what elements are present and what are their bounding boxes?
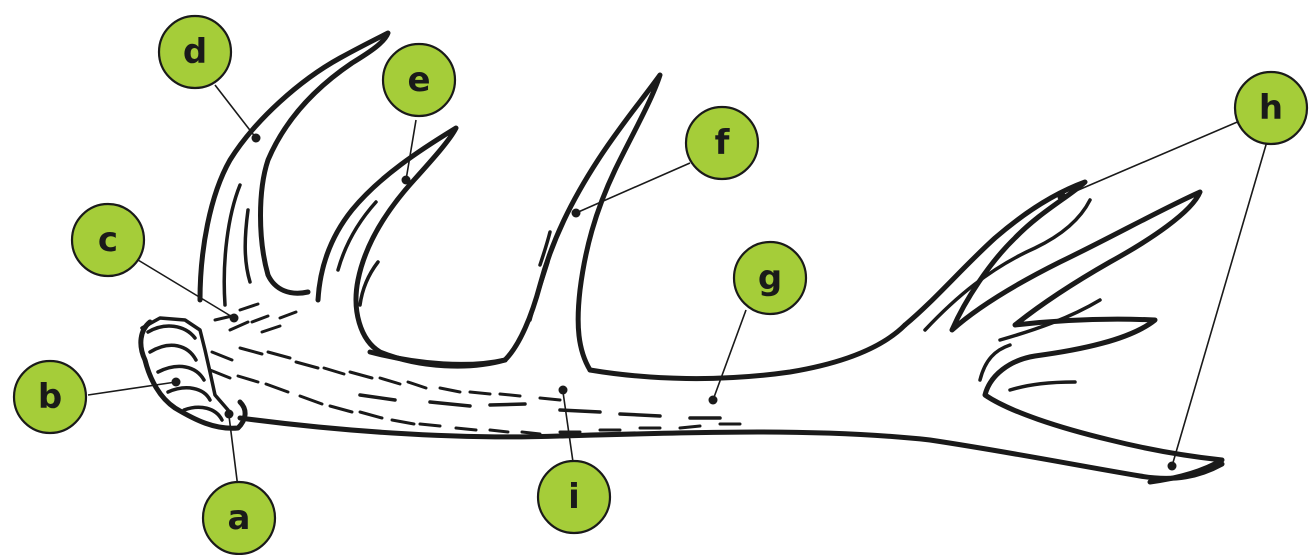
burr-ring	[142, 318, 228, 410]
anchor-dot-c	[230, 314, 239, 323]
beam-upper-edge	[370, 325, 905, 379]
label-b: b	[38, 377, 62, 417]
label-badge-e: e	[383, 44, 455, 116]
tine-d-inner	[224, 185, 250, 305]
label-badge-c: c	[72, 204, 144, 276]
tine-f-outline	[505, 75, 660, 370]
anchor-dot-d	[252, 134, 261, 143]
palm-outline	[905, 182, 1222, 482]
anchor-dot-a	[225, 410, 234, 419]
antler-drawing	[141, 33, 1222, 482]
label-i: i	[568, 477, 580, 517]
anchor-dot-b	[172, 378, 181, 387]
label-badge-d: d	[159, 16, 231, 88]
anchor-dot-e	[402, 176, 411, 185]
label-badge-f: f	[686, 107, 758, 179]
label-badge-i: i	[538, 461, 610, 533]
anchor-dots	[172, 134, 1177, 471]
leader-lines	[88, 85, 1268, 488]
leader-d	[215, 85, 256, 138]
anchor-dot-h1	[1058, 193, 1067, 202]
anchor-dot-i	[559, 386, 568, 395]
anchor-dot-g	[709, 396, 718, 405]
leader-e	[406, 120, 416, 180]
label-g: g	[758, 258, 782, 298]
tine-d-outline	[200, 33, 388, 300]
label-d: d	[183, 32, 207, 72]
leader-c	[138, 260, 234, 318]
label-h: h	[1259, 88, 1283, 128]
label-badge-g: g	[734, 242, 806, 314]
leader-b	[88, 382, 176, 395]
beam-lower-edge	[240, 418, 1222, 478]
label-badge-b: b	[14, 361, 86, 433]
anchor-dot-h2	[1168, 462, 1177, 471]
label-f: f	[715, 123, 731, 163]
label-badge-a: a	[203, 482, 275, 554]
anchor-dot-f	[572, 209, 581, 218]
label-a: a	[228, 498, 251, 538]
leader-g	[713, 310, 746, 400]
leader-h1	[1062, 120, 1242, 197]
leader-h2	[1172, 138, 1268, 466]
label-c: c	[98, 220, 118, 260]
label-badge-h: h	[1235, 72, 1307, 144]
leader-i	[563, 392, 573, 462]
label-e: e	[407, 60, 430, 100]
